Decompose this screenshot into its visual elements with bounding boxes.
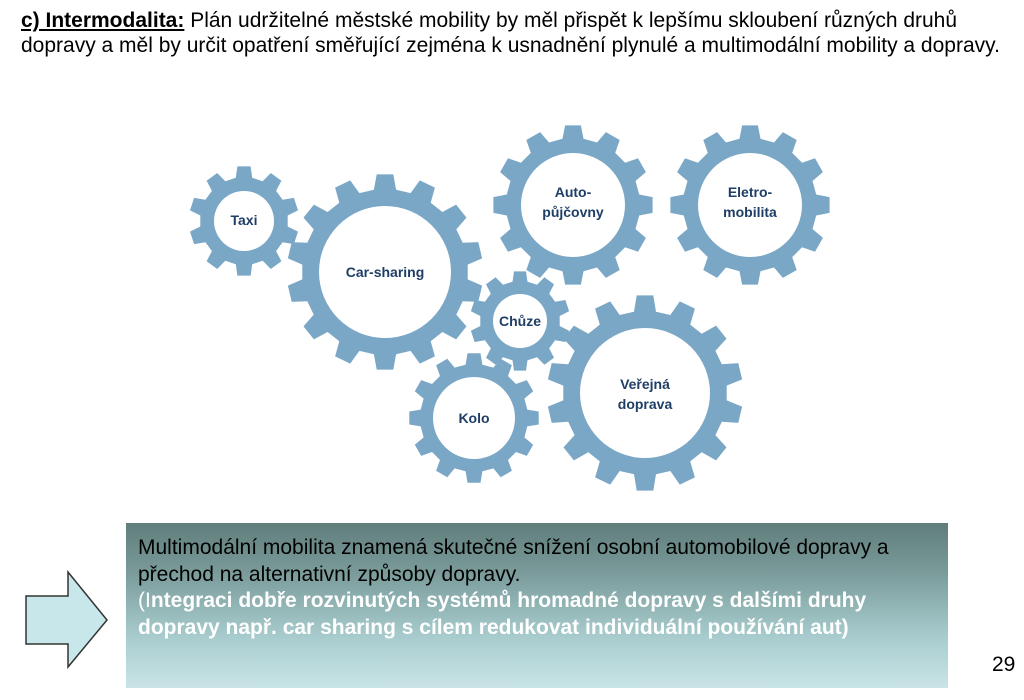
intro-paragraph: c) Intermodalita: Plán udržitelné městsk…: [21, 8, 1011, 58]
callout-box: Multimodální mobilita znamená skutečné s…: [126, 523, 948, 688]
gear-autopujcovny: Auto- půjčovny: [493, 125, 653, 285]
gear-verejna-doprava-label-2: doprava: [618, 396, 673, 412]
gear-autopujcovny-label-2: půjčovny: [542, 204, 604, 220]
gear-kolo: Kolo: [409, 353, 539, 483]
intro-heading: c) Intermodalita:: [21, 9, 185, 32]
intro-text: Plán udržitelné městské mobility by měl …: [21, 9, 1000, 57]
callout-main-text: Multimodální mobilita znamená skutečné s…: [138, 536, 889, 586]
page-number: 29: [992, 653, 1016, 676]
right-arrow-icon: [25, 570, 108, 670]
gear-chuze: Chůze: [470, 271, 570, 371]
gear-taxi-label: Taxi: [231, 212, 258, 228]
gear-elektromobilita-label-2: mobilita: [723, 204, 777, 220]
callout-sub-text: (Integraci dobře rozvinutých systémů hro…: [138, 588, 938, 641]
gear-chuze-label: Chůze: [499, 313, 541, 329]
gear-kolo-label: Kolo: [458, 410, 489, 426]
gear-elektromobilita: Eletro- mobilita: [670, 125, 830, 285]
gear-autopujcovny-label-1: Auto-: [555, 184, 592, 200]
gear-verejna-doprava: Veřejná doprava: [547, 295, 743, 491]
callout-sub-open: (I: [138, 589, 151, 612]
gear-elektromobilita-label-1: Eletro-: [728, 184, 773, 200]
callout-sub-body: ntegraci dobře rozvinutých systémů hroma…: [138, 589, 867, 639]
gear-verejna-doprava-label-1: Veřejná: [620, 376, 670, 392]
gear-taxi: Taxi: [190, 166, 298, 276]
gear-carsharing-label: Car-sharing: [346, 264, 425, 280]
gear-carsharing: Car-sharing: [287, 174, 483, 370]
